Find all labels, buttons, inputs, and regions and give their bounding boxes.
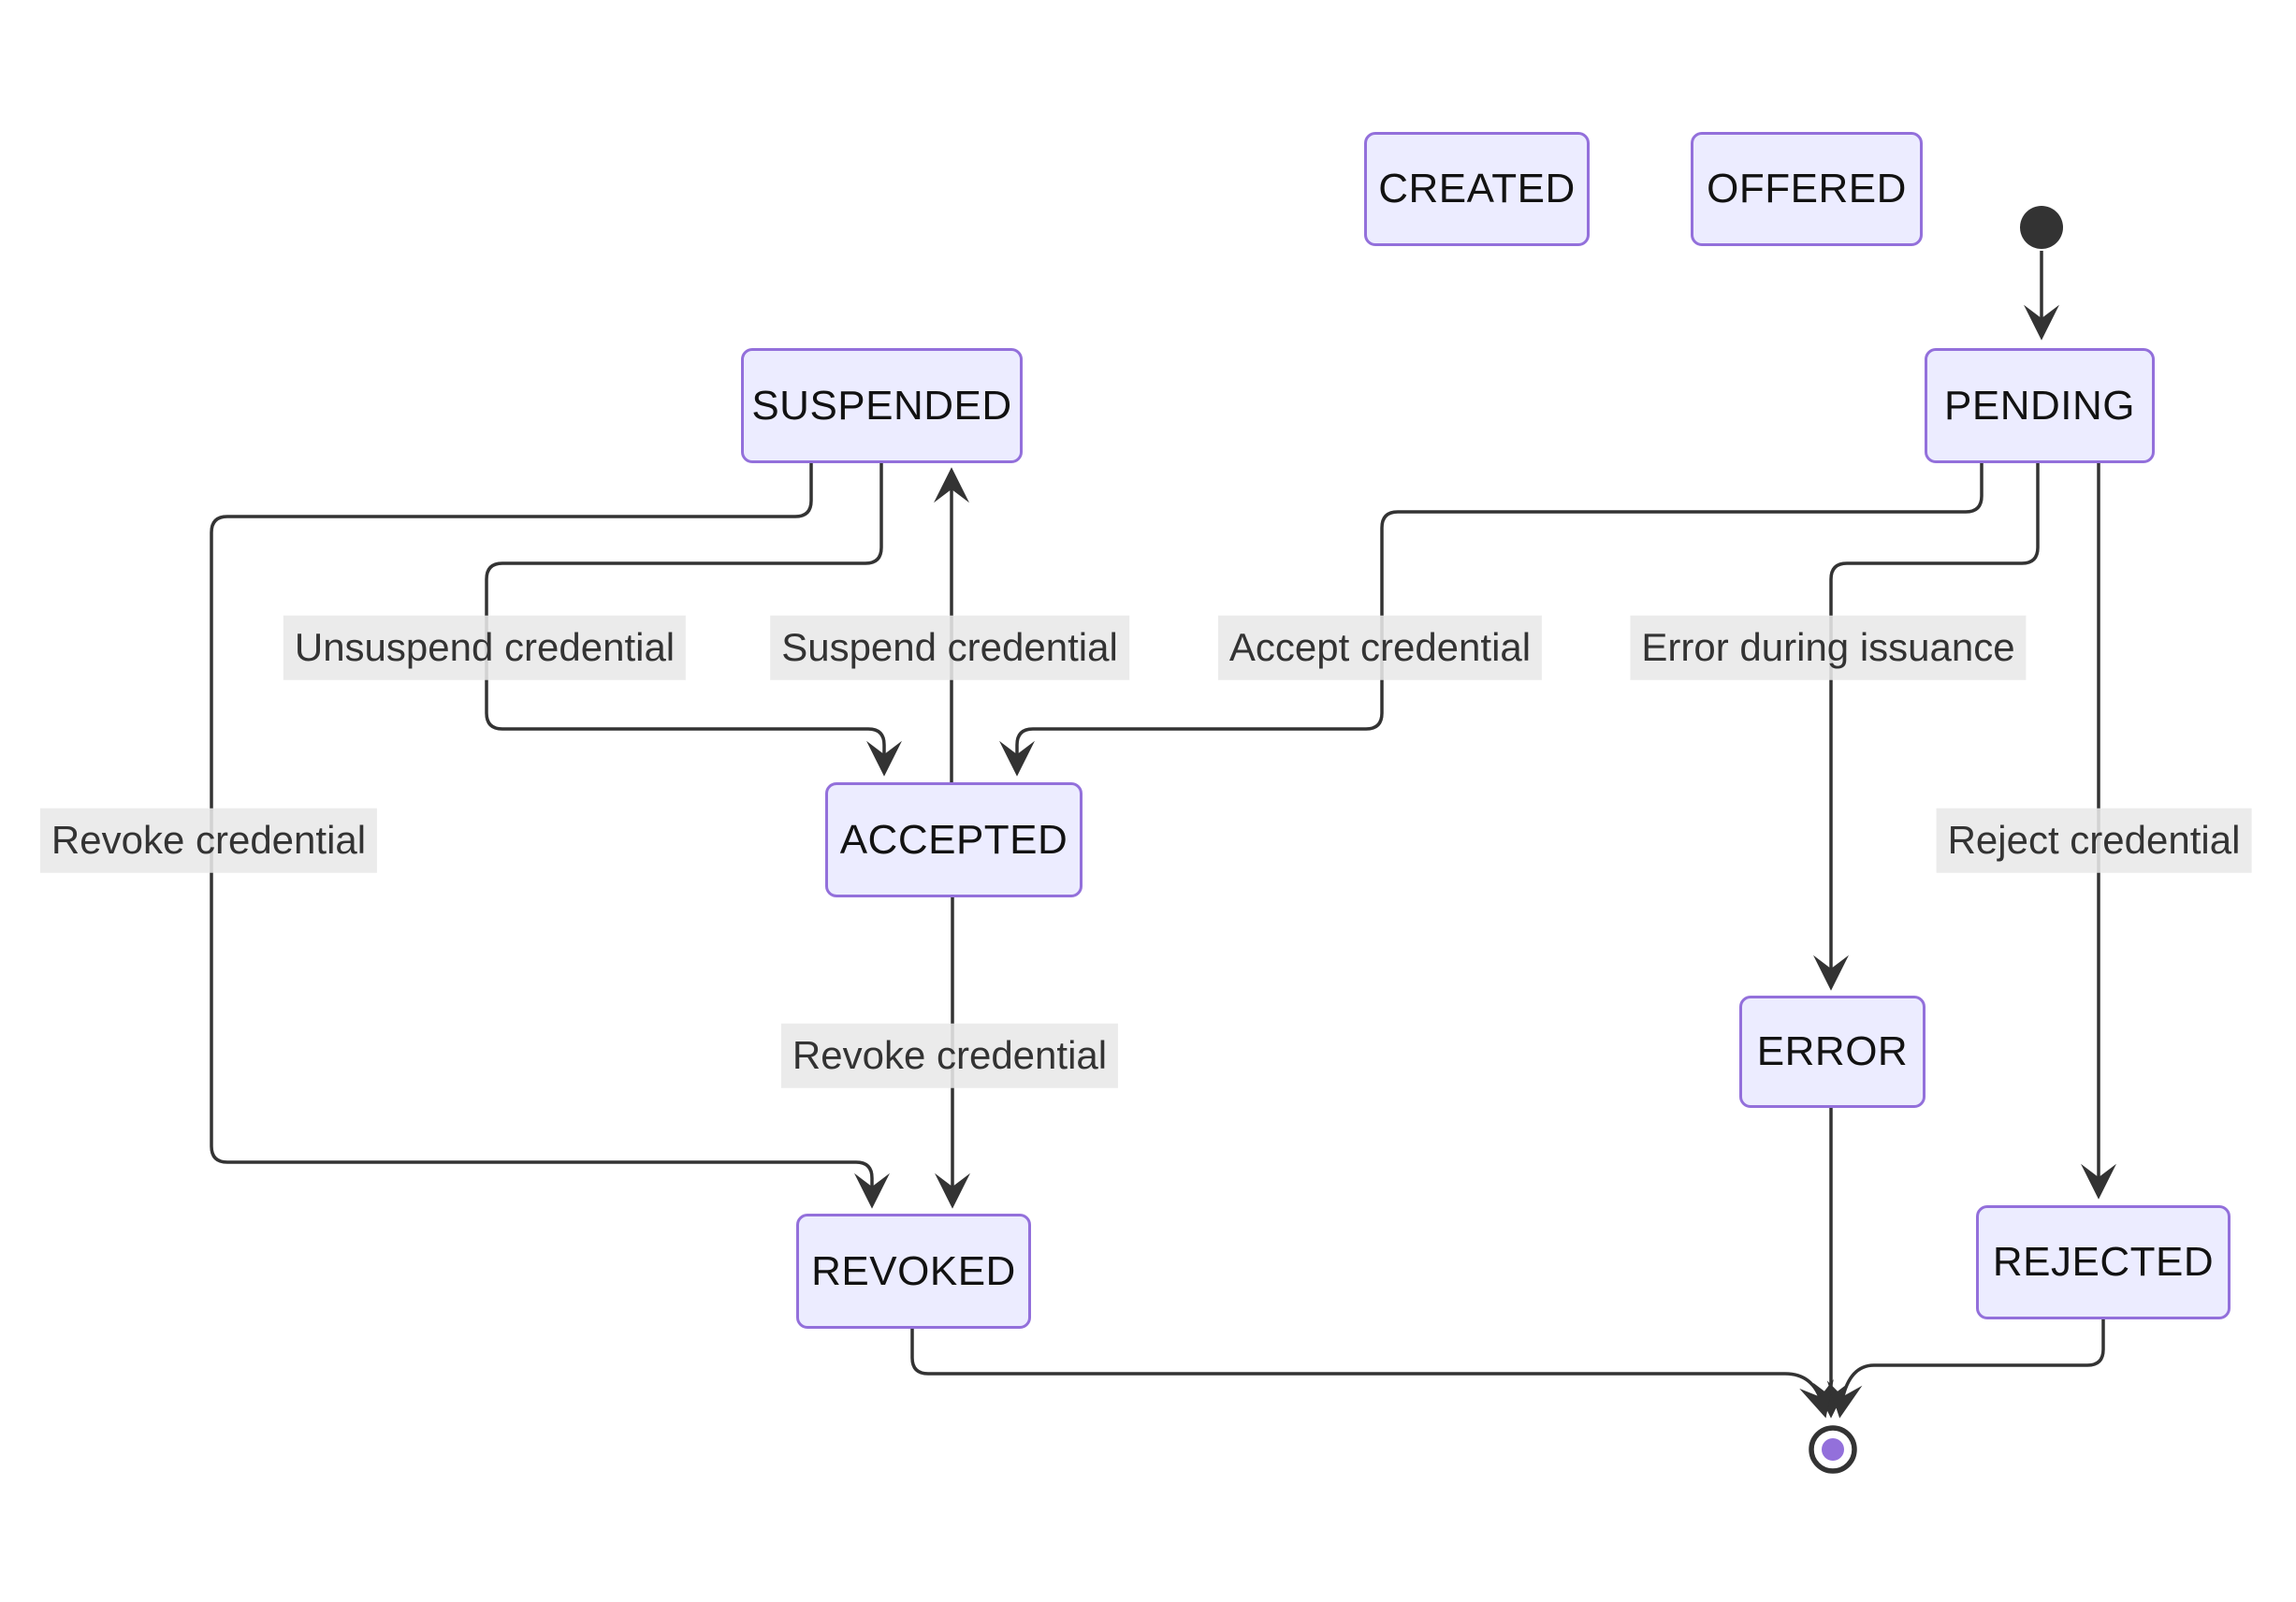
state-node-rejected: REJECTED xyxy=(1976,1205,2231,1319)
edge-revoked-final xyxy=(910,1329,1834,1419)
state-node-offered: OFFERED xyxy=(1691,132,1923,246)
state-node-suspended: SUSPENDED xyxy=(741,348,1023,463)
edge-label-suspend-credential: Suspend credential xyxy=(770,615,1129,680)
initial-state-icon xyxy=(2020,206,2063,249)
edge-label-error-during-issuance: Error during issuance xyxy=(1630,615,2027,680)
edge-label-reject-credential: Reject credential xyxy=(1936,808,2252,873)
edge-pending-error xyxy=(1813,463,2040,991)
state-node-accepted: ACCEPTED xyxy=(825,782,1083,897)
final-state-dot-icon xyxy=(1822,1438,1844,1461)
edge-rejected-final xyxy=(1826,1319,2105,1419)
state-node-created: CREATED xyxy=(1364,132,1590,246)
edge-label-unsuspend-credential: Unsuspend credential xyxy=(283,615,687,680)
edge-label-accept-credential: Accept credential xyxy=(1217,615,1543,680)
state-node-revoked: REVOKED xyxy=(796,1214,1031,1329)
state-node-error: ERROR xyxy=(1739,996,1925,1108)
edge-label-revoke-credential-mid: Revoke credential xyxy=(780,1023,1119,1088)
edge-label-revoke-credential-left: Revoke credential xyxy=(39,808,378,873)
state-node-pending: PENDING xyxy=(1925,348,2155,463)
